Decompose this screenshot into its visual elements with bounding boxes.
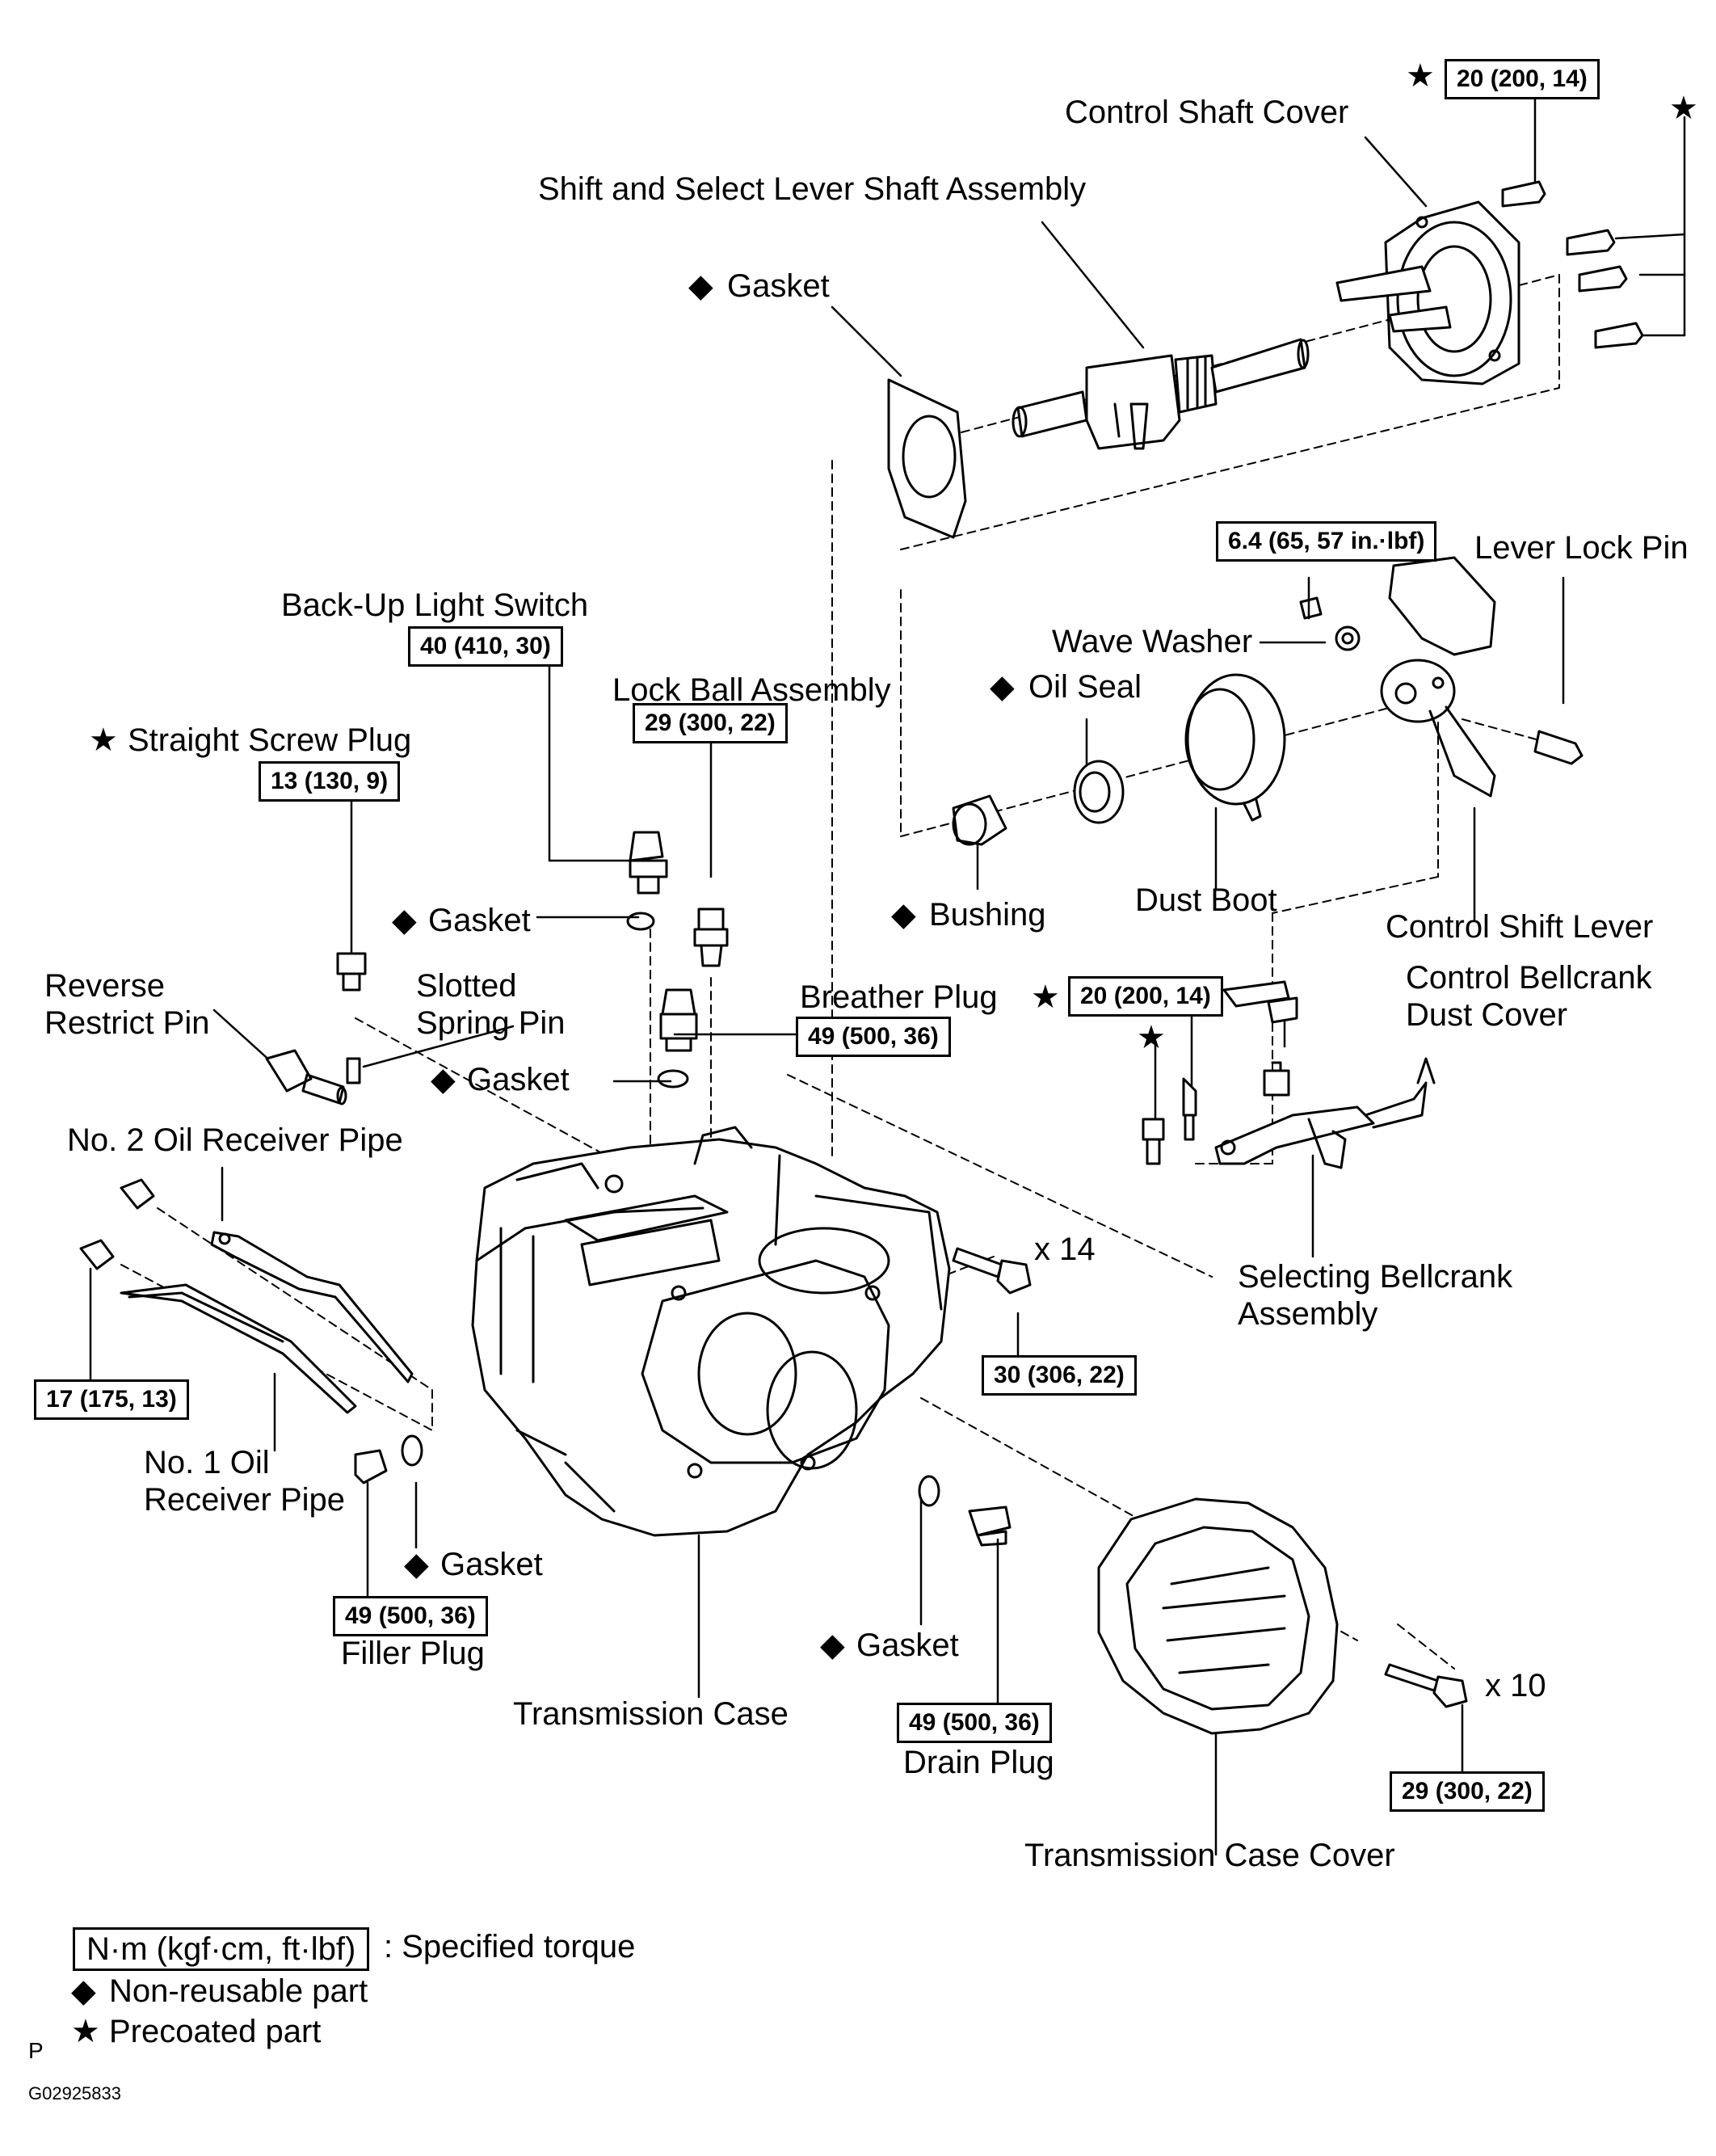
footer-page-letter: P xyxy=(28,2038,44,2063)
precoated-star-mark: ★ xyxy=(1669,91,1698,126)
legend-diamond-mark: ◆ xyxy=(71,1973,96,2009)
label-gasket-switch: Gasket xyxy=(428,903,531,938)
dust-boot-drawing xyxy=(1184,673,1286,822)
bushing-drawing xyxy=(952,794,1007,846)
label-control-bellcrank-dust-cover: Control Bellcrank Dust Cover xyxy=(1406,960,1652,1033)
label-gasket-filler: Gasket xyxy=(440,1547,543,1582)
non-reusable-diamond-mark: ◆ xyxy=(392,903,417,938)
drain-plug-drawing xyxy=(968,1505,1012,1547)
washers xyxy=(401,912,940,1507)
label-bolt-count-case: x 14 xyxy=(1034,1232,1096,1267)
label-bolt-count-cover: x 10 xyxy=(1485,1668,1546,1703)
precoated-star-mark: ★ xyxy=(89,722,118,758)
legend-precoated: Precoated part xyxy=(109,2014,322,2049)
leader-lines xyxy=(89,95,1686,1856)
torque-oil-receiver-pipe-bolt: 17 (175, 13) xyxy=(34,1379,189,1420)
oil-seal-drawing xyxy=(1073,760,1125,824)
legend-torque-desc: : Specified torque xyxy=(384,1929,636,1964)
reverse-restrict-pin-drawing xyxy=(265,1049,361,1105)
precoated-star-mark: ★ xyxy=(1137,1020,1166,1055)
label-lock-ball-assembly: Lock Ball Assembly xyxy=(612,672,891,708)
case-bolt-drawing xyxy=(952,1247,1032,1295)
label-shift-select-lever-shaft: Shift and Select Lever Shaft Assembly xyxy=(538,171,1087,207)
label-no1-oil-receiver-pipe: No. 1 Oil Receiver Pipe xyxy=(144,1445,346,1518)
bellcrank-bolts xyxy=(1142,1077,1197,1165)
torque-case-bolts: 30 (306, 22) xyxy=(982,1355,1137,1396)
lock-ball-assembly-drawing xyxy=(693,907,729,967)
label-bushing: Bushing xyxy=(929,897,1046,933)
non-reusable-diamond-mark: ◆ xyxy=(820,1628,845,1663)
label-slotted-spring-pin: Slotted Spring Pin xyxy=(416,968,566,1041)
torque-back-up-light-switch: 40 (410, 30) xyxy=(408,626,563,667)
back-up-light-switch-drawing xyxy=(629,831,668,895)
transmission-case-cover-drawing xyxy=(1097,1497,1339,1735)
transmission-case-drawing xyxy=(471,1126,951,1537)
legend-torque-unit: N·m (kgf·cm, ft·lbf) xyxy=(73,1927,370,1971)
label-wave-washer: Wave Washer xyxy=(1052,624,1253,659)
gasket-top-drawing xyxy=(887,378,967,539)
torque-case-cover-bolts: 29 (300, 22) xyxy=(1390,1771,1545,1812)
label-straight-screw-plug: Straight Screw Plug xyxy=(128,722,412,758)
label-filler-plug: Filler Plug xyxy=(341,1636,485,1671)
breather-plug-drawing xyxy=(659,988,698,1052)
straight-screw-plug-drawing xyxy=(336,952,367,992)
label-gasket-drain: Gasket xyxy=(856,1628,959,1663)
bellcrank-dust-cover-drawing xyxy=(1267,996,1298,1024)
selecting-bellcrank-drawing xyxy=(1214,980,1436,1169)
non-reusable-diamond-mark: ◆ xyxy=(431,1062,456,1097)
label-transmission-case-cover: Transmission Case Cover xyxy=(1024,1838,1395,1873)
cover-bolts xyxy=(1501,180,1644,349)
control-shift-lever-drawing xyxy=(1299,556,1584,798)
torque-lock-ball-assembly: 29 (300, 22) xyxy=(633,703,788,743)
non-reusable-diamond-mark: ◆ xyxy=(891,897,916,933)
label-transmission-case: Transmission Case xyxy=(513,1696,789,1732)
shift-select-lever-shaft-drawing xyxy=(1012,338,1310,450)
oil-receiver-pipes-drawing xyxy=(79,1178,414,1414)
label-reverse-restrict-pin: Reverse Restrict Pin xyxy=(44,968,210,1041)
label-gasket-top: Gasket xyxy=(727,268,830,304)
torque-control-shaft-cover: 20 (200, 14) xyxy=(1445,59,1600,99)
label-control-shaft-cover: Control Shaft Cover xyxy=(1065,95,1349,130)
torque-drain-plug: 49 (500, 36) xyxy=(897,1703,1052,1743)
non-reusable-diamond-mark: ◆ xyxy=(688,268,713,304)
legend-star-mark: ★ xyxy=(71,2014,100,2049)
label-no2-oil-receiver-pipe: No. 2 Oil Receiver Pipe xyxy=(67,1122,403,1158)
filler-plug-drawing xyxy=(354,1449,388,1484)
label-back-up-light-switch: Back-Up Light Switch xyxy=(281,587,589,623)
precoated-star-mark: ★ xyxy=(1031,979,1060,1015)
precoated-star-mark: ★ xyxy=(1406,58,1435,94)
torque-bellcrank-bolt: 20 (200, 14) xyxy=(1068,976,1223,1017)
label-drain-plug: Drain Plug xyxy=(903,1745,1054,1780)
label-dust-boot: Dust Boot xyxy=(1135,882,1277,918)
label-oil-seal: Oil Seal xyxy=(1028,669,1142,705)
torque-straight-screw-plug: 13 (130, 9) xyxy=(259,761,401,802)
non-reusable-diamond-mark: ◆ xyxy=(990,669,1015,705)
torque-breather-plug: 49 (500, 36) xyxy=(796,1017,951,1057)
footer-figure-id: G02925833 xyxy=(28,2083,121,2103)
cover-bolt-drawing xyxy=(1384,1663,1468,1708)
label-gasket-breather: Gasket xyxy=(467,1062,570,1097)
non-reusable-diamond-mark: ◆ xyxy=(404,1547,429,1582)
torque-lever-lock-nut: 6.4 (65, 57 in.·lbf) xyxy=(1216,521,1437,562)
label-selecting-bellcrank: Selecting Bellcrank Assembly xyxy=(1238,1259,1513,1332)
torque-filler-plug: 49 (500, 36) xyxy=(333,1596,488,1636)
legend-non-reusable: Non-reusable part xyxy=(109,1973,368,2009)
control-shaft-cover-drawing xyxy=(1335,200,1520,385)
label-control-shift-lever: Control Shift Lever xyxy=(1386,909,1654,945)
label-breather-plug: Breather Plug xyxy=(800,979,998,1015)
label-lever-lock-pin: Lever Lock Pin xyxy=(1474,530,1689,566)
